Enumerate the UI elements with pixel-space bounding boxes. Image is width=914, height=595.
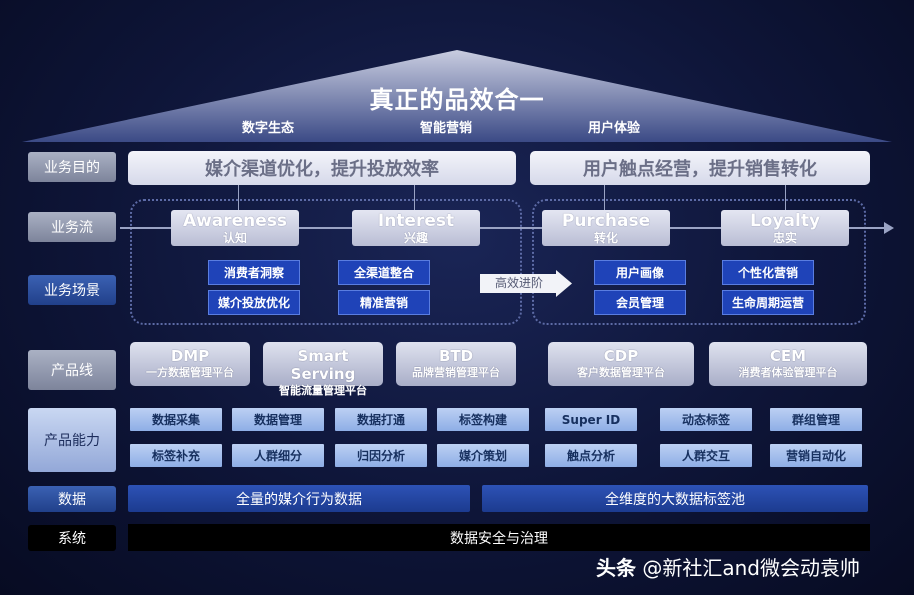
capability-box: 媒介策划: [437, 444, 529, 467]
watermark-handle: @新社汇and微会动袁帅: [642, 556, 860, 580]
roof-title: 真正的品效合一: [369, 86, 545, 114]
capability-box: 营销自动化: [770, 444, 862, 467]
product-desc: 智能流量管理平台: [279, 384, 367, 397]
capability-box: 动态标签: [660, 408, 752, 431]
stage-loyalty: Loyalty 忠实: [721, 210, 849, 246]
roof-triangle: [22, 50, 892, 142]
boost-arrow-icon: [480, 270, 572, 297]
capability-box: Super ID: [545, 408, 637, 431]
connector-line: [414, 185, 415, 211]
product-dmp: DMP 一方数据管理平台: [130, 342, 250, 386]
scenario-box: 会员管理: [594, 290, 686, 315]
pillar-digital-ecosystem: 数字生态: [242, 121, 295, 136]
row-label-goal: 业务目的: [28, 152, 116, 182]
stage-interest: Interest 兴趣: [352, 210, 480, 246]
product-desc: 一方数据管理平台: [146, 366, 234, 379]
row-label-scene: 业务场景: [28, 275, 116, 305]
capability-box: 群组管理: [770, 408, 862, 431]
watermark: 头条 @新社汇and微会动袁帅: [596, 552, 860, 581]
stage-zh: 兴趣: [403, 231, 428, 245]
boost-label: 高效进阶: [494, 276, 543, 290]
capability-box: 触点分析: [545, 444, 637, 467]
scenario-box: 媒介投放优化: [208, 290, 300, 315]
stage-en: Interest: [377, 211, 455, 231]
row-label-system: 系统: [28, 525, 116, 551]
row-label-data: 数据: [28, 486, 116, 512]
row-label-flow: 业务流: [28, 212, 116, 242]
flow-arrow-icon: [884, 222, 894, 234]
scenario-box: 个性化营销: [722, 260, 814, 285]
data-bar-tags: 全维度的大数据标签池: [482, 485, 868, 512]
group-outline-right: [532, 199, 866, 325]
stage-purchase: Purchase 转化: [542, 210, 670, 246]
connector-line: [238, 185, 239, 211]
goal-media-optimization: 媒介渠道优化，提升投放效率: [128, 151, 516, 185]
scenario-box: 全渠道整合: [338, 260, 430, 285]
product-name: Smart Serving: [290, 347, 356, 383]
product-desc: 消费者体验管理平台: [738, 366, 838, 379]
product-name: DMP: [170, 347, 210, 365]
capability-box: 人群细分: [232, 444, 324, 467]
stage-zh: 转化: [593, 231, 618, 245]
product-name: CEM: [769, 347, 807, 365]
capability-box: 人群交互: [660, 444, 752, 467]
stage-zh: 忠实: [772, 231, 797, 245]
product-cem: CEM 消费者体验管理平台: [709, 342, 867, 386]
scenario-box: 用户画像: [594, 260, 686, 285]
group-outline-left: [130, 199, 522, 325]
business-flow-line: [120, 227, 888, 229]
capability-box: 标签构建: [437, 408, 529, 431]
stage-awareness: Awareness 认知: [171, 210, 299, 246]
stage-en: Loyalty: [749, 211, 821, 231]
pillar-user-experience: 用户体验: [588, 121, 641, 136]
connector-line: [604, 185, 605, 211]
system-bar: 数据安全与治理: [128, 524, 870, 551]
connector-line: [785, 185, 786, 211]
capability-box: 归因分析: [335, 444, 427, 467]
scenario-box: 精准营销: [338, 290, 430, 315]
product-desc: 客户数据管理平台: [577, 366, 665, 379]
stage-en: Awareness: [182, 211, 288, 231]
product-cdp: CDP 客户数据管理平台: [548, 342, 694, 386]
watermark-brand: 头条: [596, 556, 636, 580]
product-name: CDP: [603, 347, 639, 365]
capability-box: 数据采集: [130, 408, 222, 431]
row-label-product: 产品线: [28, 350, 116, 390]
data-bar-media: 全量的媒介行为数据: [128, 485, 470, 512]
capability-box: 标签补充: [130, 444, 222, 467]
scenario-box: 消费者洞察: [208, 260, 300, 285]
stage-zh: 认知: [222, 231, 247, 245]
pillar-smart-marketing: 智能营销: [420, 121, 473, 136]
scenario-box: 生命周期运营: [722, 290, 814, 315]
stage-en: Purchase: [561, 211, 651, 231]
product-smart-serving: Smart Serving 智能流量管理平台: [263, 342, 383, 397]
product-name: BTD: [438, 347, 474, 365]
row-label-capability: 产品能力: [28, 408, 116, 472]
capability-box: 数据管理: [232, 408, 324, 431]
capability-box: 数据打通: [335, 408, 427, 431]
product-desc: 品牌营销管理平台: [412, 366, 500, 379]
product-btd: BTD 品牌营销管理平台: [396, 342, 516, 386]
goal-touchpoint-conversion: 用户触点经营，提升销售转化: [530, 151, 870, 185]
